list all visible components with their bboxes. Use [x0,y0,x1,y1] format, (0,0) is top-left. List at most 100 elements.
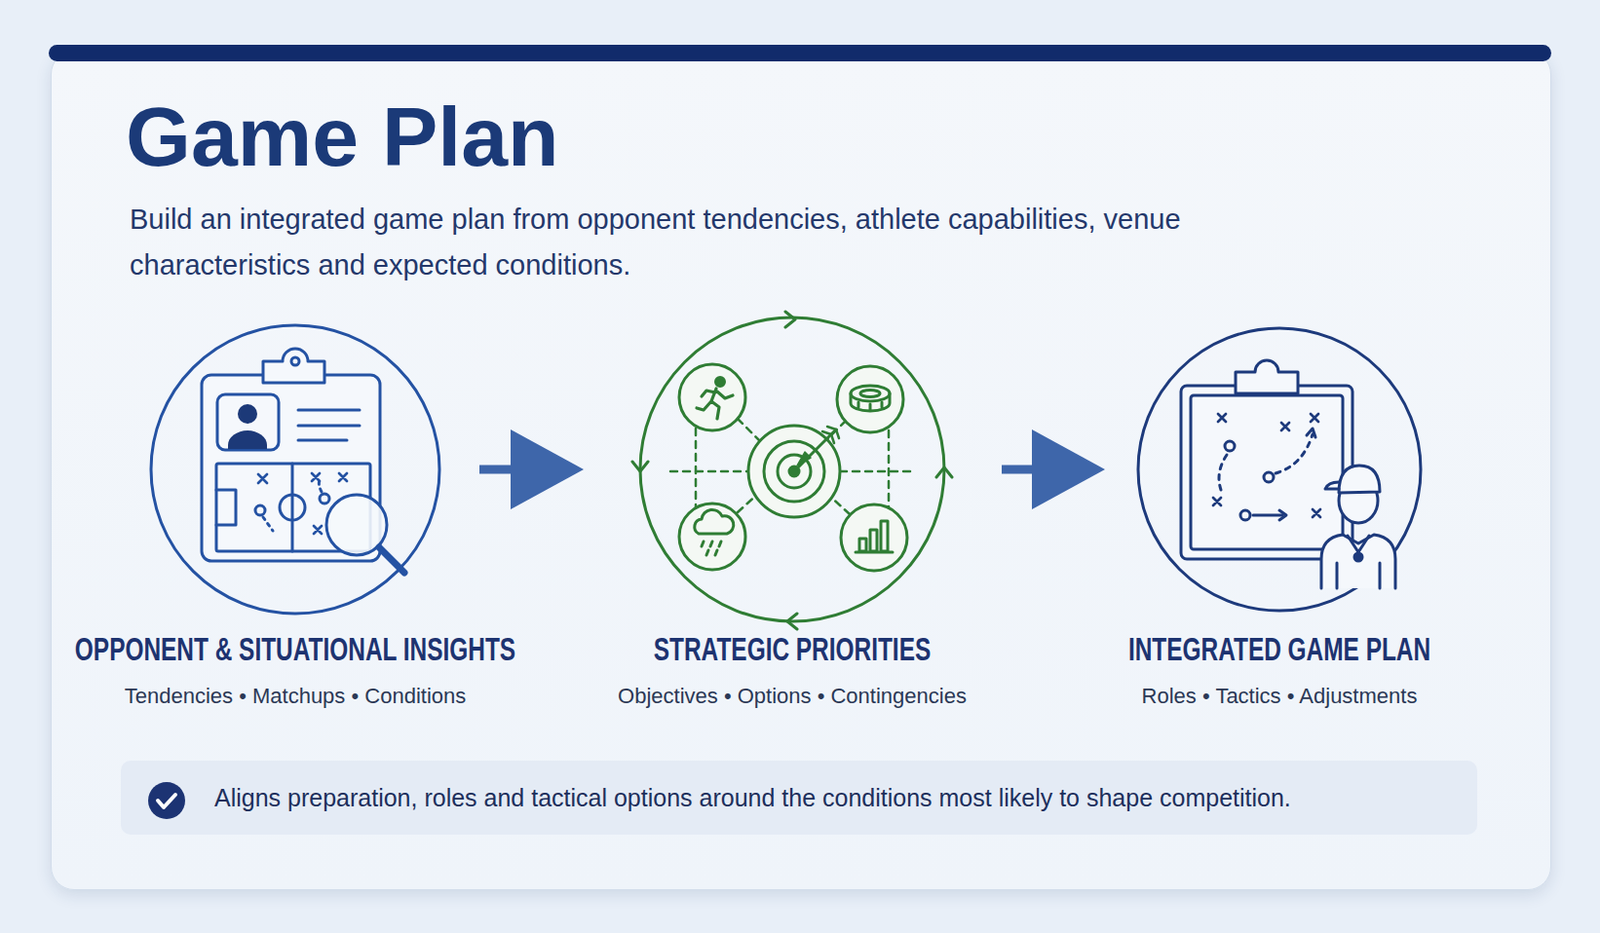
top-bar [48,44,1552,62]
summary-text: Aligns preparation, roles and tactical o… [214,783,1292,813]
rain-cloud-symbol [701,541,722,556]
dashed-link [670,470,749,474]
stadium-symbol [850,385,890,412]
stadium-symbol [850,393,890,412]
strategy-wheel-icon [748,425,840,518]
scouting-clipboard-icon [237,404,258,424]
tactics-board-icon [1235,360,1298,394]
coach-figure [1338,465,1380,494]
tactics-board-icon [1224,441,1235,452]
strategy-wheel-icon [679,364,746,431]
dashed-link [839,470,916,474]
dashed-link [887,430,891,509]
tactics-board-icon [1180,385,1353,560]
coach-figure [1354,553,1363,562]
rain-cloud-symbol [694,509,734,556]
scouting-clipboard-icon [318,480,322,493]
scouting-clipboard-icon [255,505,266,516]
tactics-board-icon [1263,472,1274,483]
runner-symbol [696,388,733,420]
scouting-clipboard-icon [319,494,330,504]
circle-outline [1133,323,1426,616]
dashed-link [826,493,850,515]
tactics-board-icon [1275,434,1313,474]
stage-circle: STRATEGIC PRIORITIESObjectives • Options… [646,323,939,616]
strategy-wheel-icon [840,504,908,572]
scouting-clipboard-icon [216,490,236,526]
circle-outline [149,323,442,616]
arrow-shaft [479,465,515,475]
scouting-clipboard-icon [279,495,305,521]
strategy-wheel-icon [837,366,904,433]
strategy-wheel-icon [789,466,800,477]
dashed-link [826,420,846,441]
tactics-board-icon [1279,510,1287,521]
arrow-head [1031,429,1105,510]
dashed-link [694,428,698,509]
stage-subheading: Roles • Tactics • Adjustments [1142,685,1418,708]
stadium-symbol [850,385,890,402]
arrow-shaft [1001,465,1036,475]
coach-figure [1336,563,1380,589]
dashed-link [670,419,916,515]
stage-circle: OPPONENT & SITUATIONAL INSIGHTSTendencie… [149,323,442,616]
circle-outline [151,325,440,614]
coach-figure [1325,482,1339,490]
diagram-title: Game Plan [125,94,560,179]
strategy-wheel-icon [763,441,825,502]
dashed-link [737,419,760,441]
scouting-clipboard-icon [216,463,371,552]
circle-outline [1138,328,1421,611]
scouting-clipboard-icon [258,473,347,534]
tactics-board-icon [1219,455,1227,491]
subtitle-text: Build an integrated game plan from oppon… [129,196,1260,289]
rain-cloud-symbol [694,509,734,534]
summary-band: Aligns preparation, roles and tactical o… [120,761,1478,836]
scouting-clipboard-icon [201,348,405,573]
coach-figure [1347,535,1370,553]
scouting-clipboard-icon [217,394,279,451]
scouting-clipboard-icon [228,430,267,450]
check-icon [148,782,186,820]
scouting-clipboard-icon [263,348,325,383]
bar-chart-symbol [855,521,893,553]
tactics-board-icon [1306,428,1316,438]
check-icon [157,795,176,808]
strategy-wheel-icon [777,455,811,489]
bar-chart-symbol [855,551,893,555]
bar-chart-symbol [870,530,877,552]
scouting-clipboard-icon [291,357,300,366]
strategy-wheel-icon [632,311,953,630]
stage-subheading: Tendencies • Matchups • Conditions [124,685,467,708]
strategy-wheel-icon [679,503,746,571]
arrow-head [510,429,584,510]
runner-symbol [696,378,733,420]
coach-figure [1321,534,1396,589]
bar-chart-symbol [880,521,888,552]
scouting-clipboard-icon [201,375,381,562]
stage-heading: INTEGRATED GAME PLAN [1128,633,1431,666]
coach-figure [1338,478,1378,524]
scouting-clipboard-icon [298,410,360,441]
tactics-board-icon [1190,395,1343,550]
flow-arrow [1001,429,1105,510]
stadium-symbol [860,390,880,398]
stage-heading: STRATEGIC PRIORITIES [653,633,931,666]
stage-heading: OPPONENT & SITUATIONAL INSIGHTS [75,633,516,666]
strategy-wheel-icon [797,452,811,466]
check-icon [148,782,186,820]
scouting-clipboard-icon [379,547,405,573]
stage-subheading: Objectives • Options • Contingencies [617,685,967,708]
coach-figure [1321,465,1396,589]
tactics-board-icon [1213,414,1321,518]
strategy-wheel-icon [632,311,953,630]
circle-outline [646,323,939,616]
scouting-clipboard-icon [291,463,295,552]
scouting-clipboard-icon [263,517,273,532]
dashed-link [737,493,760,513]
strategy-wheel-icon [797,429,837,469]
runner-symbol [716,378,725,387]
